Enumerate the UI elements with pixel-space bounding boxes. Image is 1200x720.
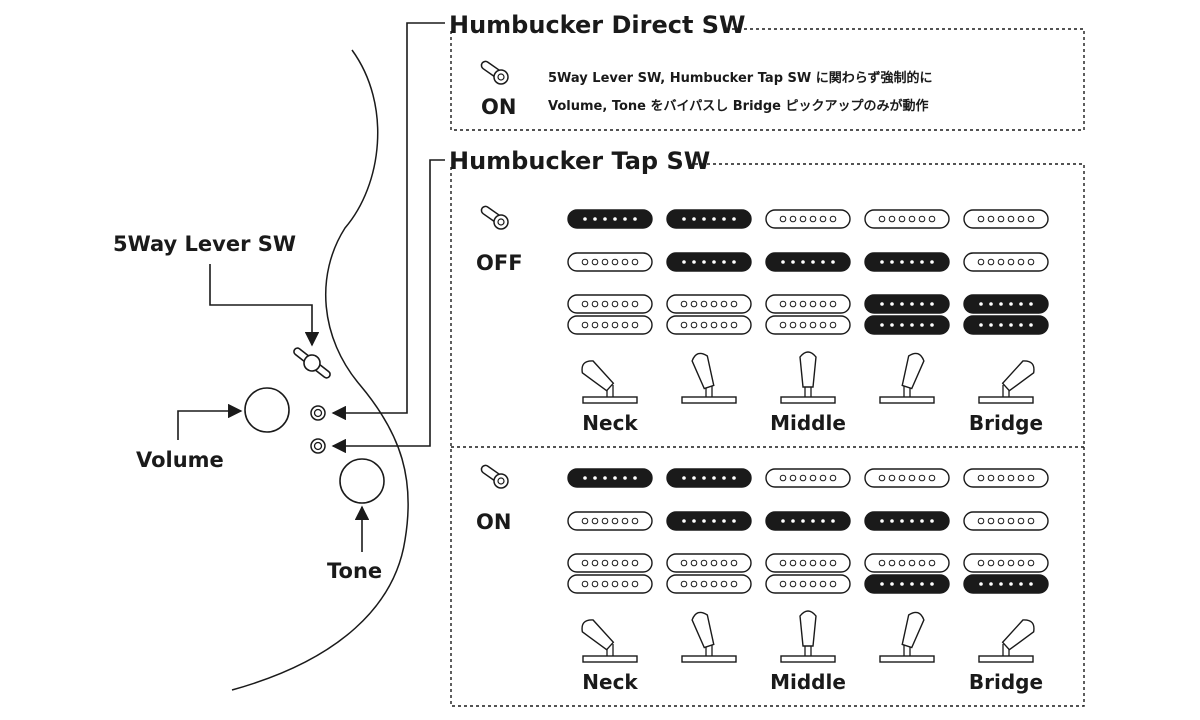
pickup-humbucker-top [666,553,752,573]
direct-sw-desc-line1: 5Way Lever SW, Humbucker Tap SW に関わらず強制的… [548,70,933,86]
guitar-body-outline [231,49,409,691]
pickup-humbucker-bottom [666,574,752,594]
pickup-humbucker-top [567,294,653,314]
lever-switch-icon [780,610,836,663]
tap-on-panel: ON Neck Middle Bridge [476,464,1049,694]
lever-switch-icon [879,352,935,404]
pickup-single [567,209,653,229]
pickup-humbucker-top [765,294,851,314]
pickup-single [666,468,752,488]
pickup-single [567,468,653,488]
toggle-switch-icon[interactable] [480,60,509,85]
pickup-single [765,209,851,229]
pickup-humbucker-bottom [567,315,653,335]
toggle-switch-icon[interactable] [480,205,509,230]
direct-sw-leader [331,22,445,421]
pickup-humbucker-bottom [864,574,950,594]
lever-sw-arrow [209,264,320,347]
tap-sw-leader [331,159,445,454]
pickup-single [666,209,752,229]
lever-switch-icon [879,611,935,663]
tone-knob[interactable] [339,458,385,504]
direct-sw-title: Humbucker Direct SW [449,11,746,39]
pickup-humbucker-bottom [567,574,653,594]
tap-sw-box [450,163,1085,707]
pickup-single [765,252,851,272]
pickup-humbucker-bottom [765,574,851,594]
pickup-humbucker-bottom [963,574,1049,594]
pickup-humbucker-top [963,553,1049,573]
volume-label: Volume [136,448,224,472]
lever-switch-icon [581,360,638,404]
pickup-humbucker-top [864,294,950,314]
lever-switch-icon [780,351,836,404]
lever-switch-icon [978,619,1035,663]
pickup-humbucker-top [567,553,653,573]
pickup-single [963,468,1049,488]
lever-position-label: Neck [582,670,638,694]
pickup-single [567,252,653,272]
tap-sw-state: ON [476,510,511,534]
pickup-single [666,252,752,272]
direct-sw-state: ON [481,95,516,119]
pickup-single [765,468,851,488]
lever-sw-label: 5Way Lever SW [113,232,296,256]
tone-label: Tone [327,559,382,583]
pickup-single [864,511,950,531]
pickup-single [765,511,851,531]
tap-sw-state: OFF [476,251,523,275]
lever-switch-icon [681,352,737,404]
lever-switch-icon [681,611,737,663]
pickup-humbucker-bottom [765,315,851,335]
pickup-humbucker-top [963,294,1049,314]
lever-position-label: Neck [582,411,638,435]
toggle-switch-icon[interactable] [480,464,509,489]
pickup-single [963,252,1049,272]
lever-position-label: Middle [770,411,846,435]
lever-position-label: Middle [770,670,846,694]
pickup-single [567,511,653,531]
pickup-single [864,209,950,229]
pickup-single [864,252,950,272]
lever-switch-icon [978,360,1035,404]
tap-off-panel: OFF Neck Middle Bridge [476,205,1049,435]
pickup-humbucker-bottom [963,315,1049,335]
lever-position-label: Bridge [969,670,1043,694]
pickup-single [666,511,752,531]
pickup-humbucker-top [864,553,950,573]
volume-knob[interactable] [244,387,290,433]
pickup-humbucker-top [666,294,752,314]
direct-sw-box [450,28,1085,131]
pickup-humbucker-top [765,553,851,573]
tap-sw-mini-switch[interactable] [310,438,326,454]
direct-sw-mini-switch[interactable] [310,405,326,421]
pickup-humbucker-bottom [864,315,950,335]
lever-switch-icon[interactable] [290,343,335,383]
pickup-single [963,511,1049,531]
direct-sw-desc-line2: Volume, Tone をバイパスし Bridge ピックアップのみが動作 [548,98,929,114]
tap-sw-title: Humbucker Tap SW [449,147,710,175]
pickup-single [864,468,950,488]
pickup-humbucker-bottom [666,315,752,335]
lever-position-label: Bridge [969,411,1043,435]
pickup-single [963,209,1049,229]
volume-arrow [177,403,243,440]
lever-switch-icon [581,619,638,663]
